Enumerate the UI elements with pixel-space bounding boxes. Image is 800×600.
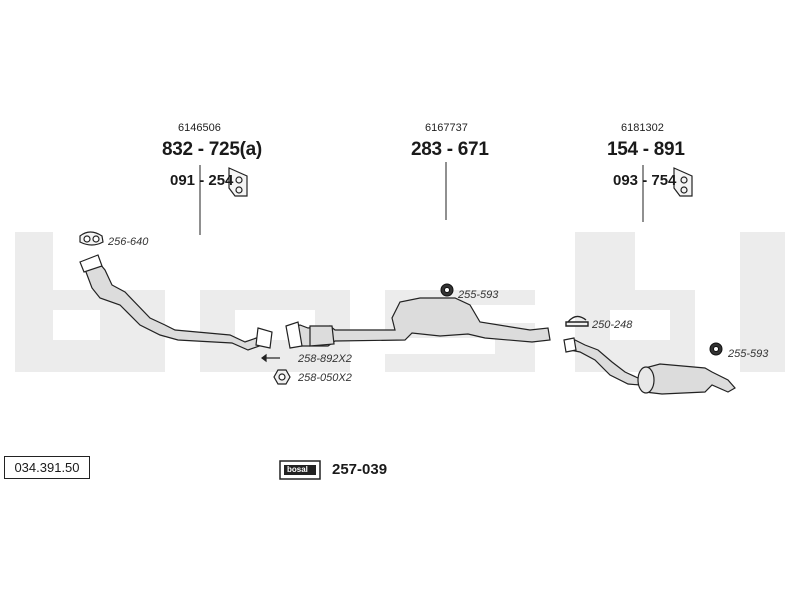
front-pipe bbox=[79, 254, 273, 351]
rear-silencer bbox=[563, 337, 736, 395]
bracket-number-rear: 093 - 754 bbox=[613, 172, 677, 189]
mounting-kit-logo bbox=[279, 460, 321, 480]
center-pipe-and-middle-silencer bbox=[285, 297, 551, 349]
catalog-number: 034.391.50 bbox=[14, 460, 80, 475]
rubber-mount-rear-part-number: 255-593 bbox=[728, 348, 769, 360]
rubber-mount-icon-rear bbox=[709, 342, 723, 356]
gasket-part-number: 256-640 bbox=[108, 236, 149, 248]
mounting-kit-part-number: 257-039 bbox=[332, 461, 388, 478]
bracket-icon-front bbox=[228, 167, 248, 197]
clamp-part-number: 250-248 bbox=[592, 319, 633, 331]
part-number-rear-silencer: 154 - 891 bbox=[607, 139, 685, 160]
part-number-front-pipe: 832 - 725(a) bbox=[162, 139, 262, 160]
catalog-number-box: 034.391.50 bbox=[4, 456, 90, 479]
oem-number-rear: 6181302 bbox=[621, 122, 664, 134]
mounting-kit-logo-text: bosal bbox=[287, 465, 308, 474]
rubber-mount-icon-mid bbox=[440, 283, 454, 297]
rubber-mount-mid-part-number: 255-593 bbox=[458, 289, 499, 301]
bracket-number-front: 091 - 254 bbox=[170, 172, 234, 189]
nut-icon bbox=[273, 369, 291, 385]
clamp-icon bbox=[565, 315, 589, 327]
part-number-middle-silencer: 283 - 671 bbox=[411, 139, 489, 160]
nut-part-number: 258-050X2 bbox=[298, 372, 352, 384]
oem-number-front: 6146506 bbox=[178, 122, 221, 134]
oem-number-middle: 6167737 bbox=[425, 122, 468, 134]
bolt-part-number: 258-892X2 bbox=[298, 353, 352, 365]
bracket-icon-rear bbox=[673, 167, 693, 197]
gasket-icon bbox=[79, 231, 104, 246]
bolt-icon bbox=[261, 353, 280, 363]
